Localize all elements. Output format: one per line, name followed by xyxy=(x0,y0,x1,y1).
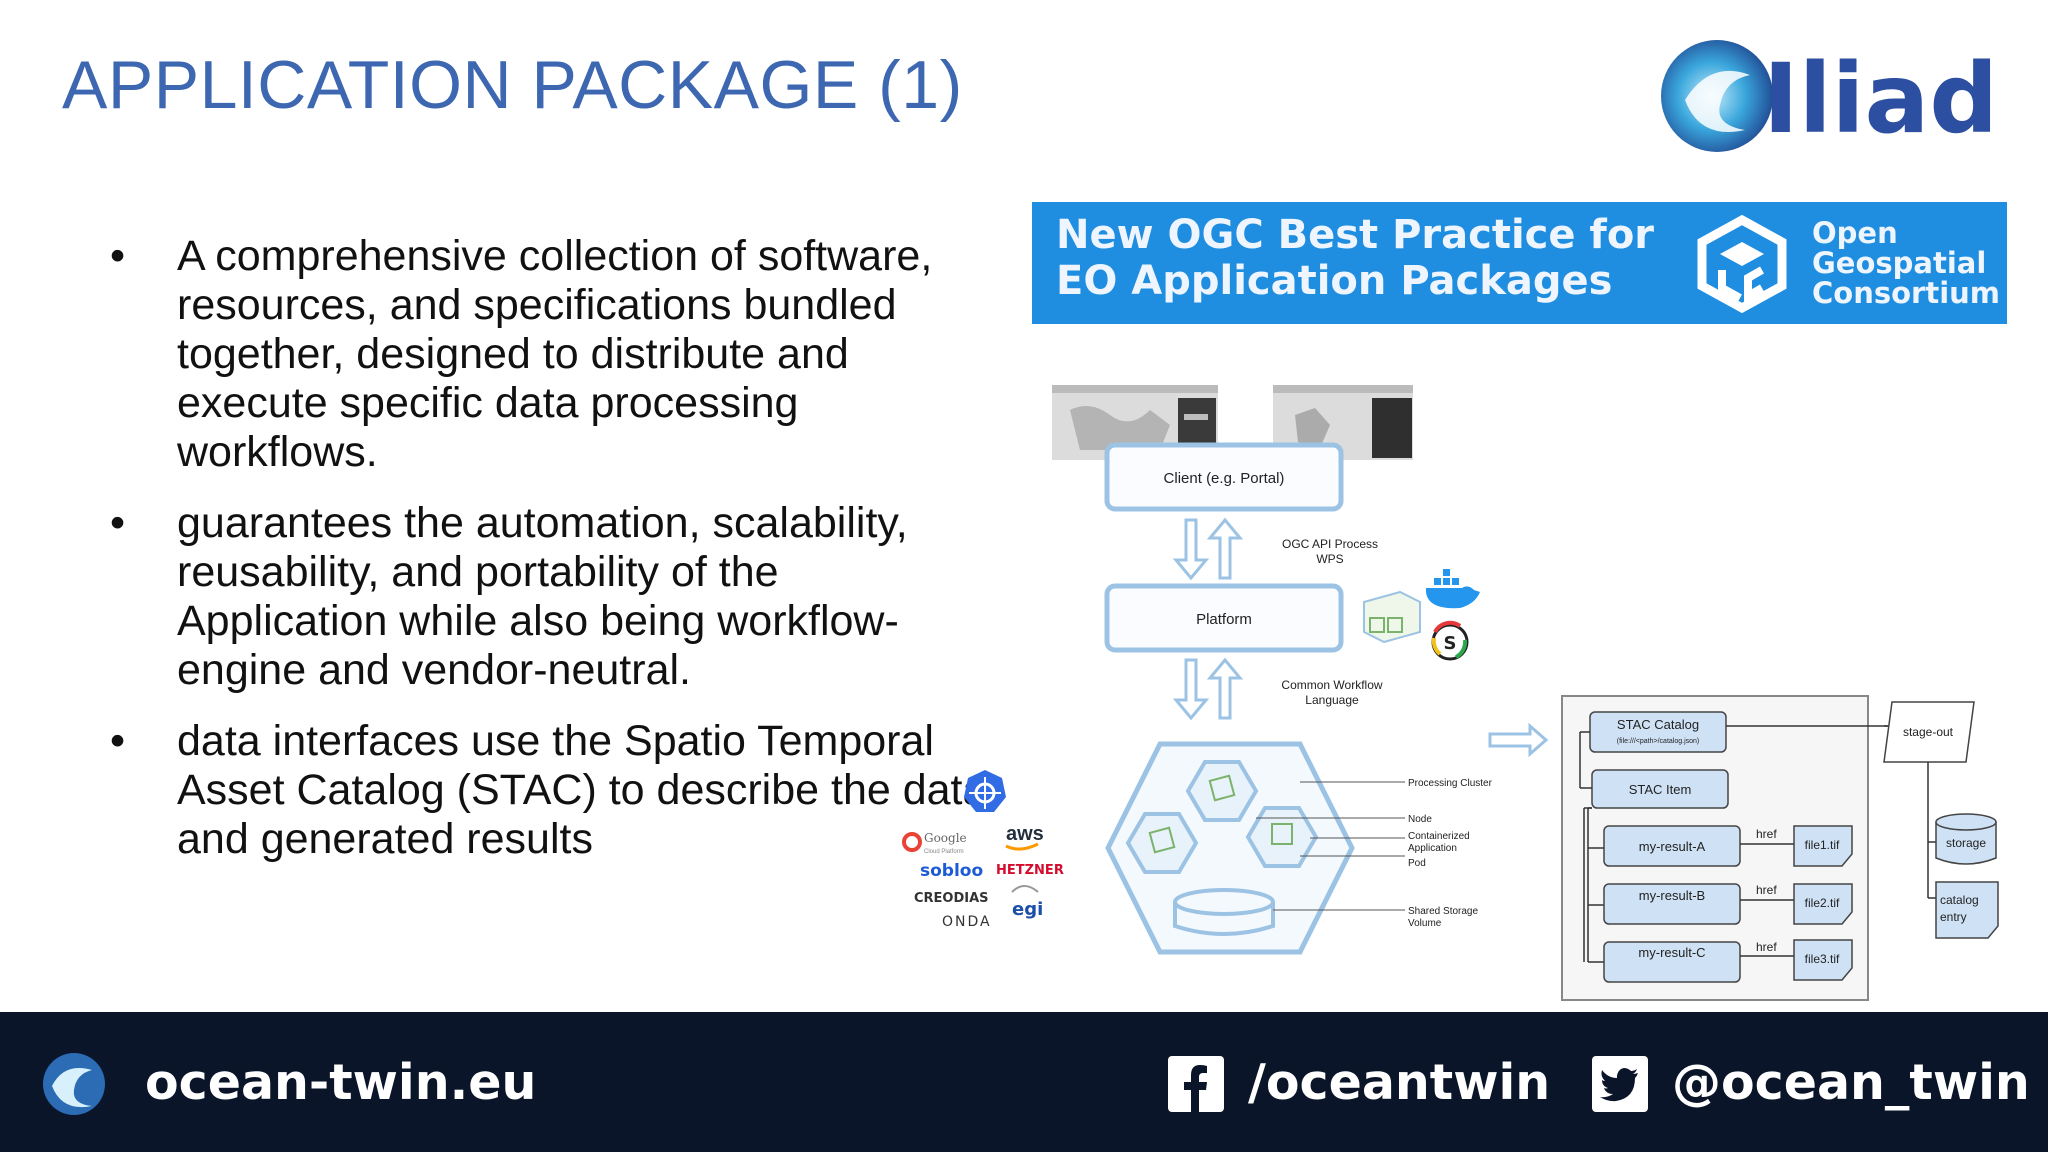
kubernetes-icon xyxy=(964,770,1006,812)
banner-org-2: Geospatial xyxy=(1812,246,1987,280)
node-hexagon xyxy=(1245,806,1319,868)
result-row: my-result-B href file2.tif xyxy=(1603,883,1853,925)
cwl-arrows xyxy=(1172,657,1244,721)
result-row: my-result-C href file3.tif xyxy=(1603,939,1853,983)
bullet-dot: • xyxy=(110,232,126,280)
iliad-logo: Iliad xyxy=(1661,40,1998,155)
container-cube-icon xyxy=(1363,590,1421,644)
file-label: file2.tif xyxy=(1805,896,1840,910)
label-containerized-2: Application xyxy=(1408,843,1457,854)
bullet-item: • A comprehensive collection of software… xyxy=(110,232,990,477)
label-shared-2: Volume xyxy=(1408,918,1442,929)
platform-box xyxy=(1104,583,1344,653)
footer-facebook[interactable]: /oceantwin xyxy=(1248,1054,1551,1111)
file-label: file3.tif xyxy=(1805,952,1840,966)
google-cloud-logo: Google Cloud Platform xyxy=(902,831,967,855)
architecture-diagram: Client (e.g. Portal) OGC API Process WPS… xyxy=(902,385,1999,1001)
label-processing-cluster: Processing Cluster xyxy=(1408,778,1493,789)
footer-site[interactable]: ocean-twin.eu xyxy=(145,1054,537,1111)
footer-twitter[interactable]: @ocean_twin xyxy=(1672,1054,2030,1111)
stac-item-label: STAC Item xyxy=(1629,782,1692,797)
bullet-dot: • xyxy=(110,717,126,765)
api-label-2: WPS xyxy=(1316,552,1343,566)
slide-title: APPLICATION PACKAGE (1) xyxy=(62,47,963,123)
bullet-item: • data interfaces use the Spatio Tempora… xyxy=(110,717,990,864)
twitter-icon[interactable] xyxy=(1592,1056,1648,1112)
singularity-icon: S xyxy=(1431,620,1469,661)
stage-out-box xyxy=(1883,701,1975,763)
catalog-entry-box: catalog entry xyxy=(1935,881,1999,939)
creodias-logo: CREODIAS xyxy=(914,891,989,906)
label-shared-1: Shared Storage xyxy=(1408,906,1478,917)
banner-org-3: Consortium xyxy=(1812,276,2001,310)
platform-label: Platform xyxy=(1196,611,1252,628)
result-row: my-result-A href file1.tif xyxy=(1603,825,1853,867)
ocean-twin-logo-icon xyxy=(43,1053,105,1115)
stac-catalog-path: (file:///<path>/catalog.json) xyxy=(1617,738,1700,745)
shared-storage-icon xyxy=(1173,888,1275,936)
bullet-text: guarantees the automation, scalability, … xyxy=(177,499,908,694)
banner-line-2: EO Application Packages xyxy=(1056,258,1613,304)
stac-item-box xyxy=(1591,769,1729,809)
label-node: Node xyxy=(1408,814,1432,825)
ogc-banner: New OGC Best Practice for EO Application… xyxy=(1032,202,2007,324)
egi-logo: egi xyxy=(1011,885,1043,920)
cwl-label-2: Language xyxy=(1305,693,1359,707)
href-label: href xyxy=(1756,827,1777,841)
label-pod: Pod xyxy=(1408,858,1426,869)
label-containerized-1: Containerized xyxy=(1408,831,1470,842)
svg-text:entry: entry xyxy=(1940,910,1967,924)
stac-catalog-label: STAC Catalog xyxy=(1617,717,1699,732)
bullet-dot: • xyxy=(110,499,126,547)
storage-label: storage xyxy=(1946,836,1986,850)
storage-cylinder: storage xyxy=(1935,813,1997,865)
svg-text:egi: egi xyxy=(1012,899,1043,920)
svg-text:aws: aws xyxy=(1006,823,1044,845)
sobloo-logo: sobloo xyxy=(920,861,983,881)
node-hexagon xyxy=(1185,760,1259,822)
aws-logo: aws xyxy=(1005,823,1044,851)
href-label: href xyxy=(1756,940,1777,954)
processing-cluster xyxy=(1105,741,1355,955)
svg-text:catalog: catalog xyxy=(1940,893,1979,907)
bullet-list: • A comprehensive collection of software… xyxy=(110,232,990,886)
cwl-label-1: Common Workflow xyxy=(1281,678,1382,692)
result-label: my-result-C xyxy=(1638,945,1705,960)
logo-text: Iliad xyxy=(1763,43,1998,155)
docker-icon xyxy=(1426,569,1480,609)
footer: ocean-twin.eu /oceantwin @ocean_twin xyxy=(0,1012,2048,1152)
node-hexagon xyxy=(1125,812,1199,874)
file-label: file1.tif xyxy=(1805,838,1840,852)
api-arrows xyxy=(1172,517,1244,581)
stage-out-label: stage-out xyxy=(1903,725,1954,739)
api-label-1: OGC API Process xyxy=(1282,537,1378,551)
bullet-text: A comprehensive collection of software, … xyxy=(177,232,933,476)
result-label: my-result-B xyxy=(1639,888,1705,903)
ogc-logo-icon xyxy=(1697,214,1787,314)
banner-line-1: New OGC Best Practice for xyxy=(1056,212,1655,258)
svg-text:Cloud Platform: Cloud Platform xyxy=(924,849,964,855)
svg-text:S: S xyxy=(1444,633,1457,654)
client-label: Client (e.g. Portal) xyxy=(1164,470,1285,487)
flow-arrow xyxy=(1488,722,1549,758)
facebook-icon[interactable] xyxy=(1168,1056,1224,1112)
banner-org-1: Open xyxy=(1812,216,1898,250)
result-label: my-result-A xyxy=(1639,839,1706,854)
href-label: href xyxy=(1756,883,1777,897)
onda-logo: ONDA xyxy=(942,914,992,930)
svg-text:Google: Google xyxy=(924,831,967,845)
hetzner-logo: HETZNER xyxy=(996,863,1064,878)
client-box xyxy=(1104,442,1344,512)
bullet-text: data interfaces use the Spatio Temporal … xyxy=(177,717,987,863)
bullet-item: • guarantees the automation, scalability… xyxy=(110,499,990,695)
